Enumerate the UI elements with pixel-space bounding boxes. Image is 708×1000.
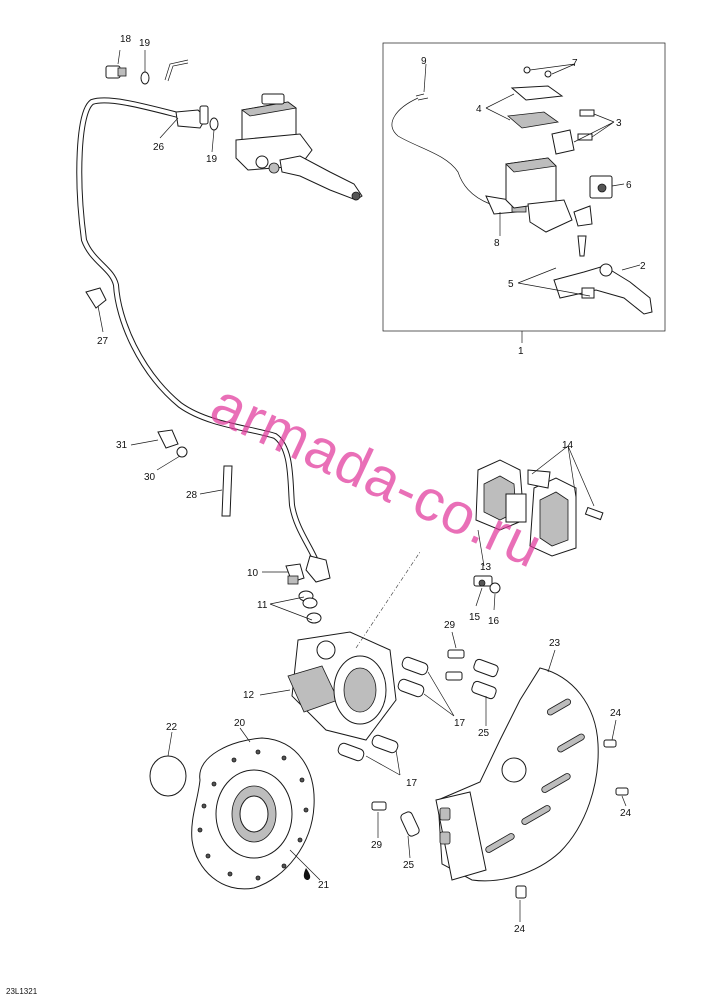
drawing-code: 23L1321	[6, 987, 38, 996]
callout-25: 25	[403, 860, 415, 871]
callout-numbers: 18 19 26 19 27 31 30 28 9 7 4 3 6 8 5 2 …	[97, 34, 646, 935]
callout-15: 15	[469, 612, 481, 623]
master-cylinder-kit-exploded	[391, 66, 653, 315]
washer-19-top	[140, 71, 150, 85]
bushing-25-mid	[471, 680, 497, 700]
callout-25: 25	[478, 728, 490, 739]
o-ring-22	[149, 755, 187, 797]
callout-4: 4	[476, 104, 482, 115]
disc-guard	[435, 667, 599, 882]
callout-16: 16	[488, 616, 500, 627]
callout-19: 19	[206, 154, 218, 165]
callout-5: 5	[508, 279, 514, 290]
callout-24: 24	[514, 924, 526, 935]
hose-clip-27	[85, 287, 107, 309]
callout-19: 19	[139, 38, 151, 49]
callout-13: 13	[480, 562, 492, 573]
brake-disc	[191, 737, 315, 890]
callout-23: 23	[549, 638, 561, 649]
washer-11-c	[306, 612, 322, 624]
callout-31: 31	[116, 440, 128, 451]
callout-7: 7	[572, 58, 578, 69]
callout-26: 26	[153, 142, 165, 153]
callout-29: 29	[444, 620, 456, 631]
drop-icon	[303, 868, 311, 880]
washer-19-right	[209, 117, 219, 131]
nut-30	[176, 446, 188, 458]
dust-cap-16	[489, 582, 501, 594]
callout-20: 20	[234, 718, 246, 729]
bleeder-cap-15	[478, 579, 486, 587]
callout-10: 10	[247, 568, 259, 579]
banjo-bolt-10	[285, 563, 305, 585]
brake-pads	[475, 459, 604, 557]
brake-hose	[76, 97, 331, 583]
alignment-line	[355, 551, 421, 649]
callout-14: 14	[562, 440, 574, 451]
callout-8: 8	[494, 238, 500, 249]
callout-2: 2	[640, 261, 646, 272]
master-cylinder-upper	[235, 93, 363, 201]
screw-24-mid	[615, 787, 629, 796]
bolt-29-top	[447, 649, 465, 659]
callout-28: 28	[186, 490, 198, 501]
callout-6: 6	[626, 180, 632, 191]
caliper-sleeves-17-top	[397, 656, 429, 698]
brake-caliper	[287, 631, 397, 741]
screw-24-bottom	[515, 885, 527, 899]
screw-24-top	[603, 739, 617, 748]
bolt-29-bottom	[371, 801, 387, 811]
caliper-sleeves-17-bottom	[337, 734, 399, 762]
callout-22: 22	[166, 722, 178, 733]
callout-11: 11	[257, 600, 268, 611]
callout-17: 17	[454, 718, 466, 729]
callout-18: 18	[120, 34, 132, 45]
brake-line-stub	[164, 59, 189, 81]
callout-24: 24	[610, 708, 622, 719]
callout-3: 3	[616, 118, 622, 129]
callout-12: 12	[243, 690, 255, 701]
callout-27: 27	[97, 336, 109, 347]
master-cylinder-kit-box	[382, 42, 666, 332]
bolt-29-mid	[445, 671, 463, 681]
banjo-bolt-18	[105, 65, 127, 79]
callout-24: 24	[620, 808, 632, 819]
callout-30: 30	[144, 472, 156, 483]
callout-29: 29	[371, 840, 383, 851]
callout-17: 17	[406, 778, 418, 789]
callout-21: 21	[318, 880, 330, 891]
callout-1: 1	[518, 346, 524, 357]
protector-28	[221, 465, 233, 517]
callout-9: 9	[421, 56, 427, 67]
hose-clip-31	[157, 429, 179, 449]
leader-lines	[97, 49, 641, 922]
washer-11-b	[302, 597, 318, 609]
bushing-25-bottom	[400, 811, 420, 837]
bushing-25-top	[473, 658, 499, 678]
